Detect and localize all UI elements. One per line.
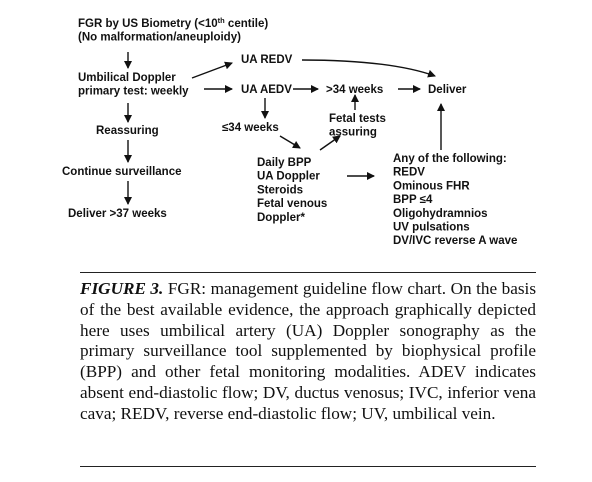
node-any-following-line: Oligohydramnios xyxy=(393,208,488,220)
node-ua-aedv-line: UA AEDV xyxy=(241,84,292,96)
arrow-dailybpp-to-fetaltests xyxy=(319,135,341,151)
node-fgr-superscript: th xyxy=(218,16,225,25)
node-reassuring-line: Reassuring xyxy=(96,125,159,137)
node-fetal-tests: Fetal tests assuring xyxy=(329,113,386,139)
node-deliver-37: Deliver >37 weeks xyxy=(68,208,167,220)
node-gt34: >34 weeks xyxy=(326,84,383,96)
node-any-following-line: DV/IVC reverse A wave xyxy=(393,235,517,247)
node-ua-redv: UA REDV xyxy=(241,54,293,66)
arrow-redv-to-deliver xyxy=(301,59,436,78)
node-fgr-line: (No malformation/aneuploidy) xyxy=(78,32,241,44)
node-umbilical-doppler-line: primary test: weekly xyxy=(78,86,189,98)
node-any-following-line: UV pulsations xyxy=(393,222,470,234)
node-continue-surveillance-line: Continue surveillance xyxy=(62,166,182,178)
node-umbilical-doppler: Umbilical Doppler primary test: weekly xyxy=(78,72,189,98)
caption-text: FGR: management guideline flow chart. On… xyxy=(80,279,537,423)
flowchart-nodes: FGR by US Biometry (<10th centile) (No ma… xyxy=(62,16,517,247)
node-deliver-37-line: Deliver >37 weeks xyxy=(68,208,167,220)
node-daily-bpp-line: Daily BPP xyxy=(257,157,312,169)
node-daily-bpp-line: UA Doppler xyxy=(257,171,320,183)
caption-rule-bottom xyxy=(80,466,536,467)
node-ua-redv-line: UA REDV xyxy=(241,54,293,66)
node-deliver-line: Deliver xyxy=(428,84,467,96)
node-any-following-line: REDV xyxy=(393,167,425,179)
arrow-doppler-to-redv xyxy=(191,61,233,79)
node-daily-bpp-line: Doppler* xyxy=(257,212,305,224)
node-fetal-tests-line: assuring xyxy=(329,127,377,139)
figure-label: FIGURE 3. xyxy=(80,279,164,298)
node-any-following-line: Ominous FHR xyxy=(393,180,470,192)
arrow-le34-to-dailybpp xyxy=(279,135,301,149)
node-any-following-line: BPP ≤4 xyxy=(393,194,433,206)
node-daily-bpp-line: Steroids xyxy=(257,184,303,196)
node-fgr: FGR by US Biometry (<10th centile) (No ma… xyxy=(78,16,268,44)
caption-rule-top xyxy=(80,272,536,273)
node-umbilical-doppler-line: Umbilical Doppler xyxy=(78,72,176,84)
node-fgr-line: centile) xyxy=(225,18,269,30)
node-deliver: Deliver xyxy=(428,84,467,96)
node-ua-aedv: UA AEDV xyxy=(241,84,292,96)
node-gt34-line: >34 weeks xyxy=(326,84,383,96)
flowchart-arrows xyxy=(124,52,445,205)
node-daily-bpp-line: Fetal venous xyxy=(257,198,327,210)
node-any-following-line: Any of the following: xyxy=(393,153,507,165)
node-reassuring: Reassuring xyxy=(96,125,159,137)
node-le34: ≤34 weeks xyxy=(222,122,279,134)
figure-caption: FIGURE 3. FGR: management guideline flow… xyxy=(80,279,536,425)
node-le34-line: ≤34 weeks xyxy=(222,122,279,134)
node-continue-surveillance: Continue surveillance xyxy=(62,166,182,178)
node-fetal-tests-line: Fetal tests xyxy=(329,113,386,125)
node-fgr-line: FGR by US Biometry (<10 xyxy=(78,18,218,30)
